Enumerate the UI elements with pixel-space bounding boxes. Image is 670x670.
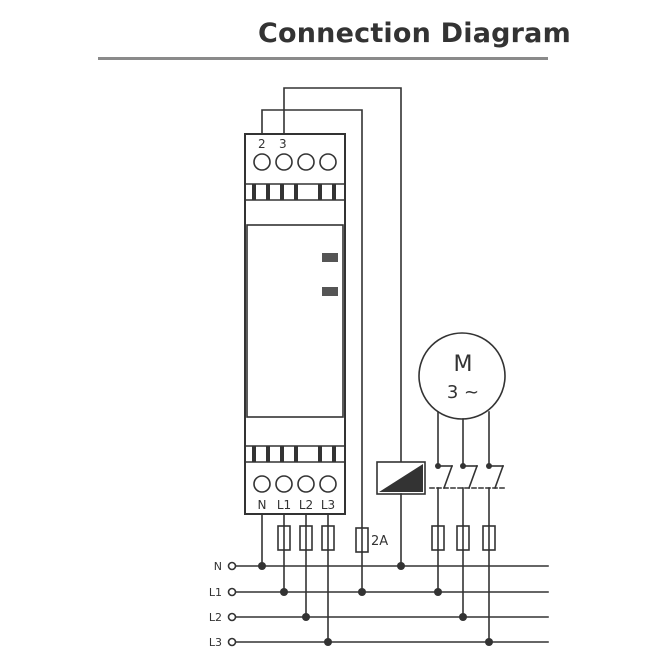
fuse-rating-label: 2A [371, 534, 388, 549]
terminal-label-L1: L1 [277, 498, 291, 512]
motor-fuse-3 [482, 525, 496, 551]
top-terminals [253, 153, 337, 171]
terminal-label-L3: L3 [321, 498, 335, 512]
terminal-label-3: 3 [279, 137, 287, 151]
wire-terminal-3 [283, 87, 402, 463]
fuse-2A [355, 527, 369, 553]
line-label-L1: L1 [209, 586, 222, 599]
contactor-coil [376, 461, 426, 495]
motor-phase-label: 3 ~ [447, 382, 479, 403]
motor-label: M [454, 352, 473, 377]
terminal-label-L2: L2 [299, 498, 313, 512]
led-indicator-2 [322, 287, 338, 296]
contactor-main-contacts [429, 464, 506, 527]
motor-fuse-2 [456, 525, 470, 551]
line-label-L3: L3 [209, 636, 222, 649]
fuse-L1 [277, 525, 291, 551]
wire-terminal-2 [261, 109, 363, 529]
junction-dots [258, 463, 493, 646]
title-underline [98, 57, 548, 60]
terminal-label-N: N [258, 498, 267, 512]
fuse-L2 [299, 525, 313, 551]
led-indicator-1 [322, 253, 338, 262]
bottom-vent-slots [252, 446, 336, 462]
bottom-terminals [253, 475, 337, 493]
motor-symbol [418, 332, 506, 420]
top-vent-slots [252, 184, 336, 200]
line-label-N: N [214, 560, 222, 573]
fuse-L3 [321, 525, 335, 551]
line-start-terminals [227, 561, 237, 647]
motor-fuse-1 [431, 525, 445, 551]
terminal-label-2: 2 [258, 137, 266, 151]
relay-module [244, 133, 346, 515]
page-title: Connection Diagram [258, 18, 571, 49]
line-label-L2: L2 [209, 611, 222, 624]
